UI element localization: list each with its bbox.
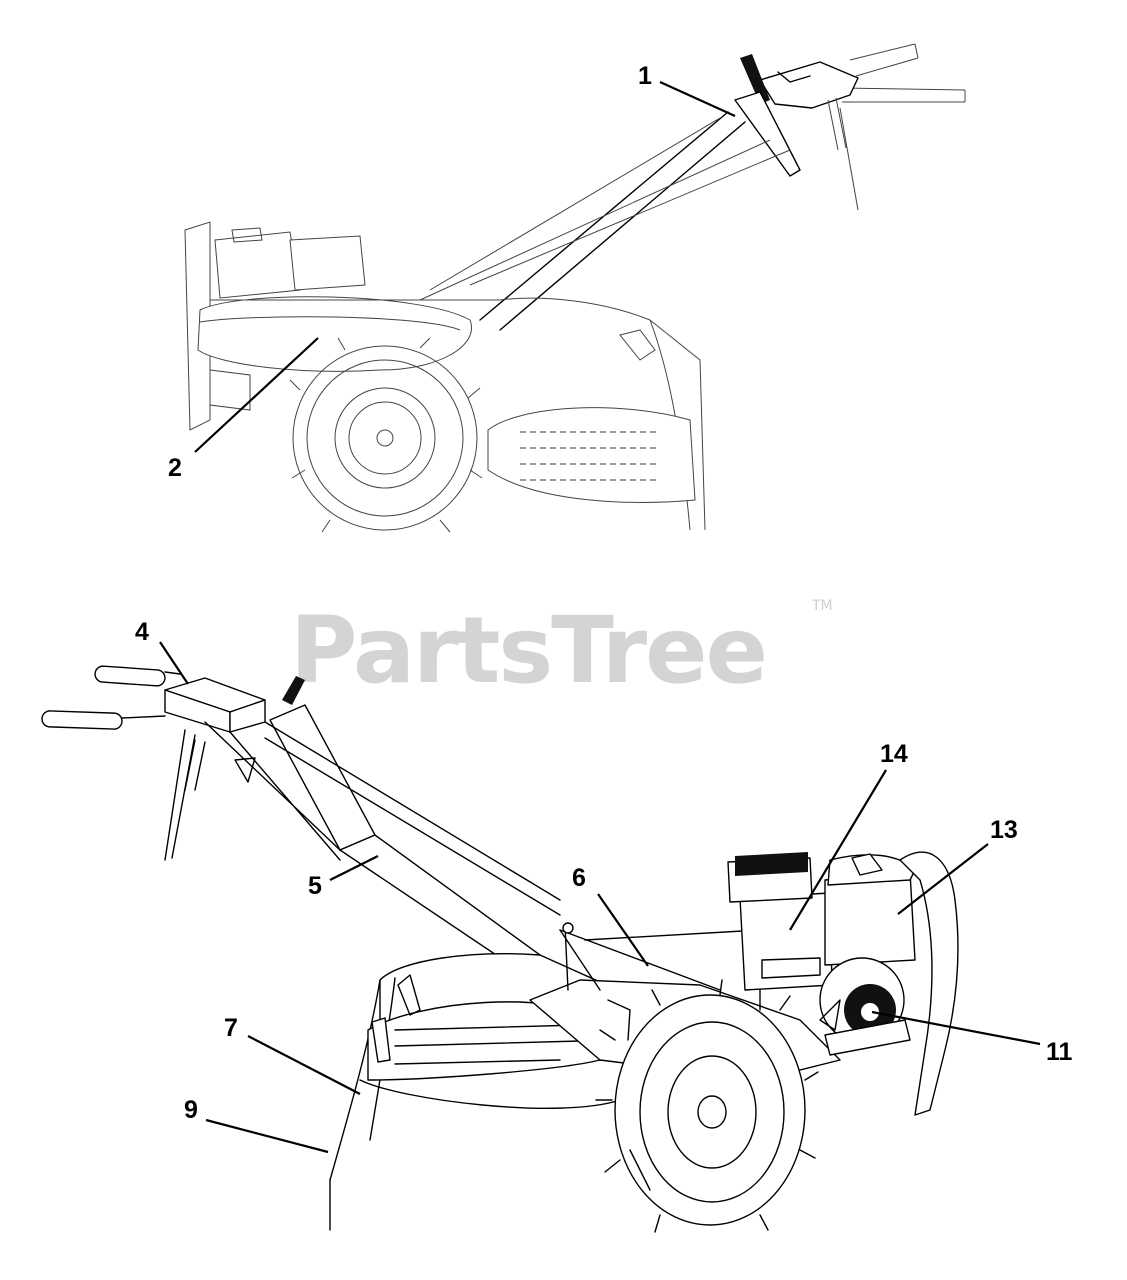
callout-1[interactable]: 1 xyxy=(638,62,652,90)
leader-5 xyxy=(329,855,379,881)
leader-13 xyxy=(897,843,989,915)
callout-11[interactable]: 11 xyxy=(1046,1038,1073,1066)
callout-6[interactable]: 6 xyxy=(572,864,586,892)
leader-2 xyxy=(194,337,319,453)
watermark: PartsTree TM xyxy=(290,597,833,704)
callout-13[interactable]: 13 xyxy=(990,816,1018,844)
leader-14 xyxy=(789,769,887,931)
leader-1 xyxy=(659,80,736,118)
top-tiller-illustration xyxy=(184,43,966,533)
callout-4[interactable]: 4 xyxy=(135,618,149,646)
callout-14[interactable]: 14 xyxy=(880,740,908,768)
callout-leaders xyxy=(159,80,1041,1154)
bottom-tiller-illustration xyxy=(41,665,959,1233)
callout-9[interactable]: 9 xyxy=(184,1096,198,1124)
leader-6 xyxy=(597,893,649,967)
leader-11 xyxy=(871,1010,1041,1046)
callout-2[interactable]: 2 xyxy=(168,454,182,482)
leader-4 xyxy=(159,641,189,685)
leader-7 xyxy=(247,1035,361,1095)
callout-7[interactable]: 7 xyxy=(224,1014,238,1042)
watermark-text: PartsTree xyxy=(290,597,766,704)
callout-5[interactable]: 5 xyxy=(308,872,322,900)
leader-9 xyxy=(205,1118,329,1154)
watermark-trademark: TM xyxy=(811,598,833,614)
callout-labels: 1 2 4 5 6 7 9 11 13 14 xyxy=(135,62,1073,1124)
